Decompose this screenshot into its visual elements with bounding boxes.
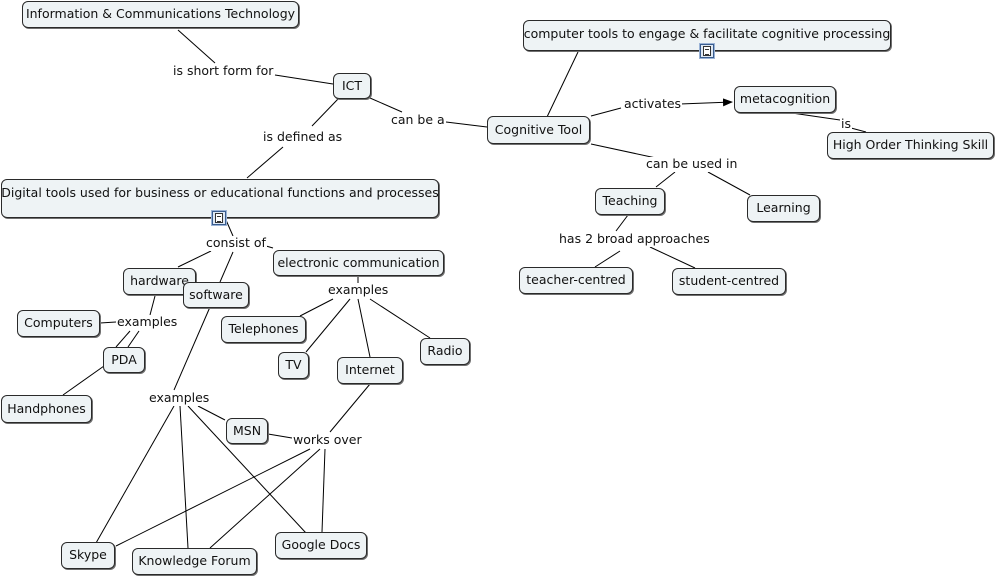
concept-google-docs[interactable]: Google Docs xyxy=(275,532,367,559)
link-can-be-used-in: can be used in xyxy=(645,156,739,172)
concept-information-communications-technology[interactable]: Information & Communications Technology xyxy=(22,1,299,28)
link-activates: activates xyxy=(623,96,683,112)
concept-msn[interactable]: MSN xyxy=(226,418,268,444)
concept-pda[interactable]: PDA xyxy=(103,347,145,373)
concept-skype[interactable]: Skype xyxy=(61,542,115,569)
concept-teacher-centred[interactable]: teacher-centred xyxy=(519,267,633,294)
link-is-defined-as: is defined as xyxy=(262,129,344,145)
concept-learning[interactable]: Learning xyxy=(747,195,820,222)
concept-cognitive-tool[interactable]: Cognitive Tool xyxy=(487,116,590,144)
concept-digital-tools-text: Digital tools used for business or educa… xyxy=(1,185,439,200)
concept-radio[interactable]: Radio xyxy=(420,338,470,365)
concept-telephones[interactable]: Telephones xyxy=(221,316,306,343)
document-icon[interactable] xyxy=(212,211,226,225)
document-icon[interactable] xyxy=(700,44,714,58)
link-can-be-a: can be a xyxy=(390,112,446,128)
link-has-2-broad-approaches: has 2 broad approaches xyxy=(558,231,711,247)
concept-knowledge-forum[interactable]: Knowledge Forum xyxy=(132,548,257,575)
concept-ict[interactable]: ICT xyxy=(333,73,371,99)
link-examples-software: examples xyxy=(148,390,211,406)
concept-digital-tools[interactable]: Digital tools used for business or educa… xyxy=(1,179,439,218)
concept-handphones[interactable]: Handphones xyxy=(1,395,92,423)
link-examples-electronic-communication: examples xyxy=(327,282,390,298)
concept-software[interactable]: software xyxy=(183,282,249,308)
concept-hardware[interactable]: hardware xyxy=(123,268,196,295)
concept-teaching[interactable]: Teaching xyxy=(595,188,665,215)
concept-metacognition[interactable]: metacognition xyxy=(734,86,836,113)
concept-computers[interactable]: Computers xyxy=(17,310,100,337)
link-is: is xyxy=(840,116,852,132)
concept-computer-tools-text: computer tools to engage & facilitate co… xyxy=(523,26,891,41)
concept-electronic-communication[interactable]: electronic communication xyxy=(273,250,444,276)
link-is-short-form-for: is short form for xyxy=(172,63,275,79)
concept-tv[interactable]: TV xyxy=(278,352,309,379)
link-consist-of: consist of xyxy=(205,235,267,251)
concept-internet[interactable]: Internet xyxy=(337,357,403,384)
link-works-over: works over xyxy=(292,432,363,448)
link-examples-hardware: examples xyxy=(116,314,179,330)
concept-student-centred[interactable]: student-centred xyxy=(672,268,786,295)
concept-high-order-thinking-skill[interactable]: High Order Thinking Skill xyxy=(827,132,994,159)
